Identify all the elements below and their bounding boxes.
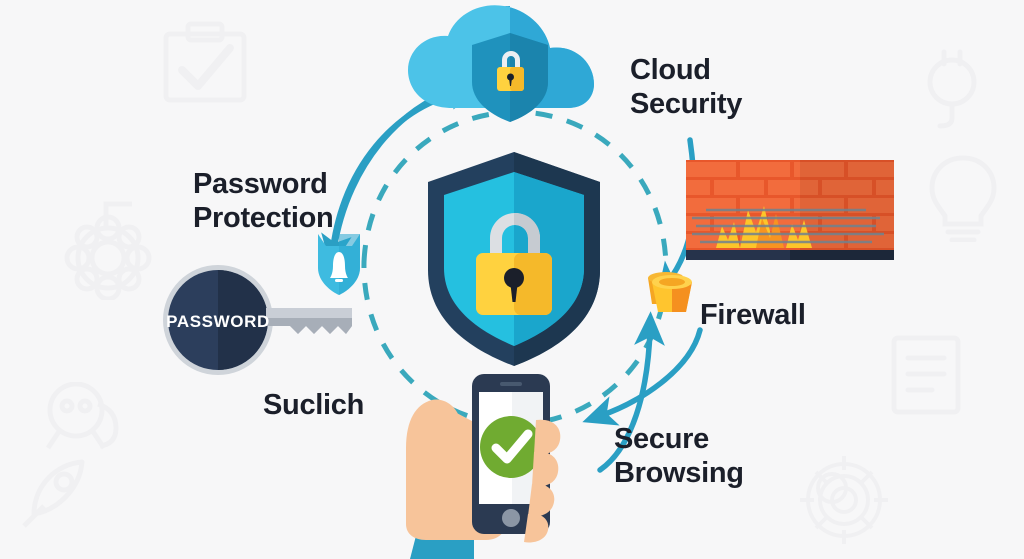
key-password-label: PASSWORD: [166, 312, 270, 331]
label-suclich: Suclich: [263, 389, 365, 421]
label-password-protection: Password Protection: [193, 168, 334, 235]
label-firewall: Firewall: [700, 299, 806, 331]
label-secure-browsing: Secure Browsing: [614, 423, 744, 490]
label-cloud-security: Cloud Security: [630, 54, 743, 121]
